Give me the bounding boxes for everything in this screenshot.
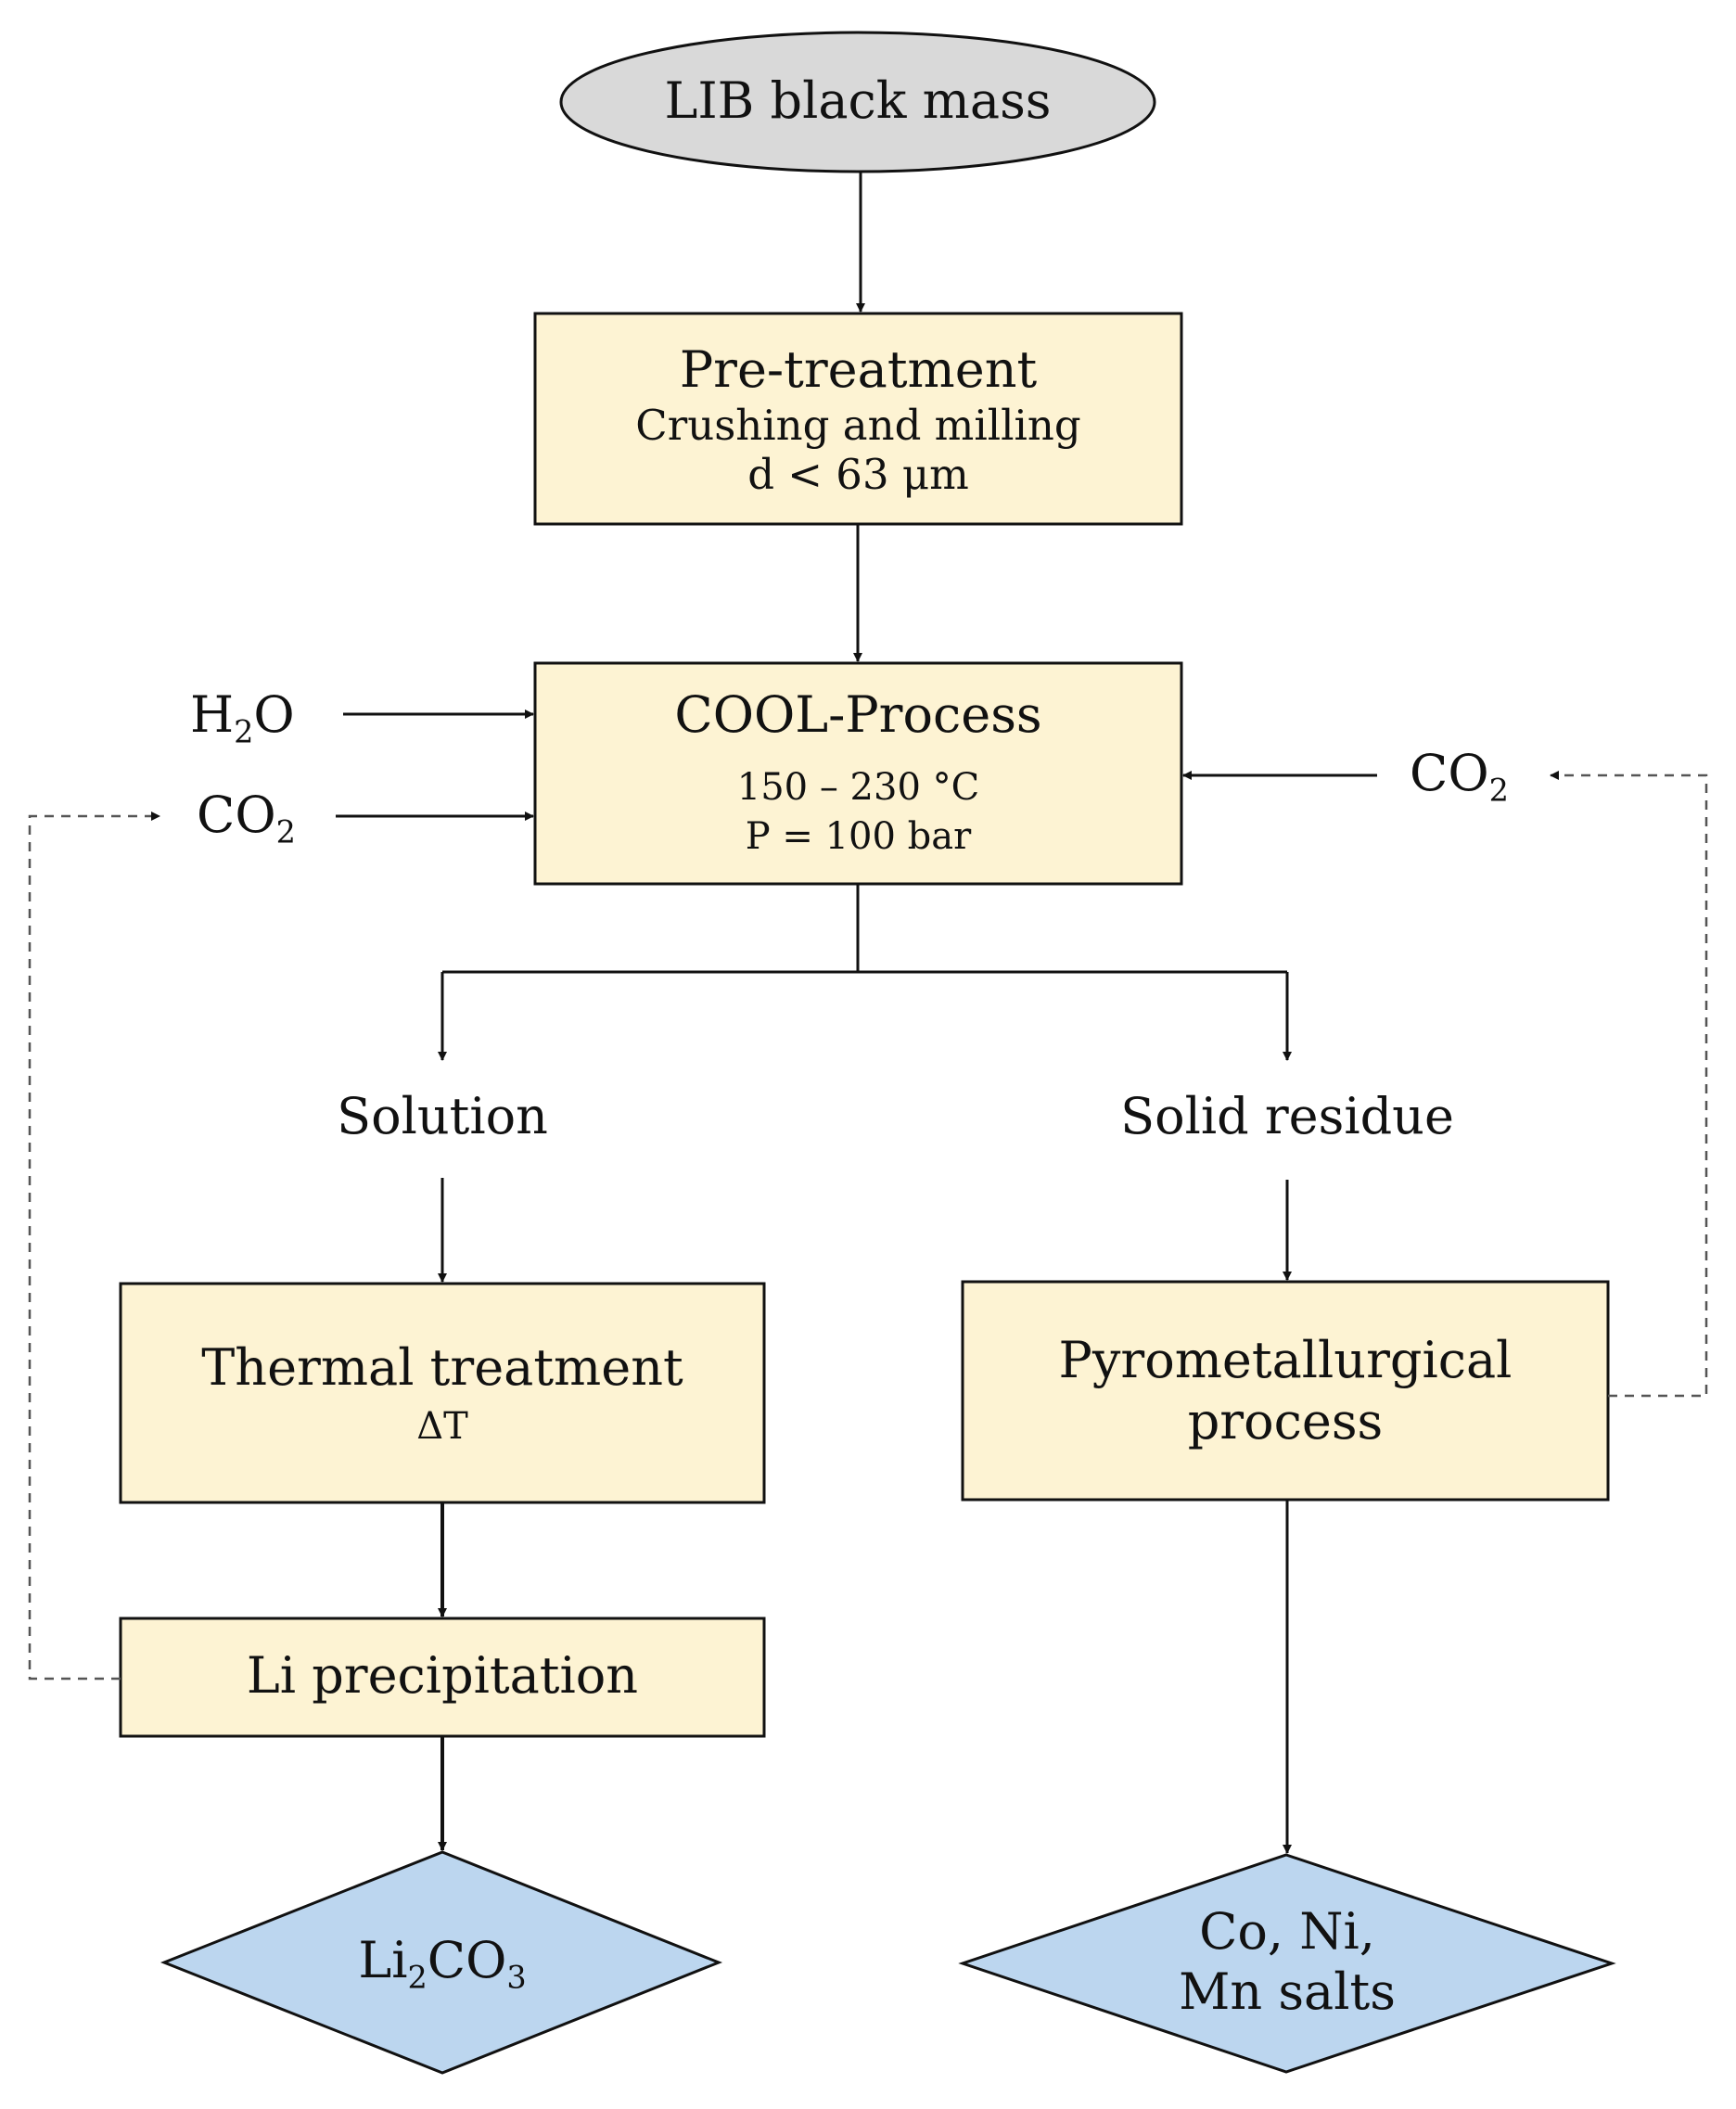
pretreatment-box xyxy=(533,312,1183,526)
pretreatment-line2: d < 63 μm xyxy=(747,450,969,499)
thermal-treatment-delta: ΔT xyxy=(416,1405,468,1448)
co2-left-sub: 2 xyxy=(275,813,296,850)
dashed-co2-recycle-right xyxy=(1550,771,1708,1398)
li-precipitation-label: Li precipitation xyxy=(246,1646,639,1705)
co2-left-a: CO xyxy=(197,786,276,844)
li2co3-a: Li xyxy=(358,1931,408,1989)
li2co3-label: Li2CO3 xyxy=(257,1931,628,1996)
li2co3-b: CO xyxy=(427,1931,507,1989)
co-ni-mn-line2: Mn salts xyxy=(1179,1962,1396,2021)
pyrometallurgical-line2: process xyxy=(1187,1392,1384,1451)
li2co3-sub1: 2 xyxy=(407,1959,428,1996)
lib-black-mass-ellipse xyxy=(559,31,1156,173)
pyrometallurgical-box xyxy=(961,1280,1610,1502)
h2o-sub: 2 xyxy=(234,713,254,750)
co-ni-mn-line1: Co, Ni, xyxy=(1199,1902,1375,1961)
co-ni-mn-salts-diamond xyxy=(958,1853,1616,2074)
co2-right-a: CO xyxy=(1410,744,1489,802)
li2co3-sub2: 3 xyxy=(506,1959,527,1996)
cool-process-temp: 150 – 230 °C xyxy=(736,766,980,809)
li2co3-diamond xyxy=(160,1850,723,2075)
h2o-a: H xyxy=(190,685,235,744)
co2-right-label: CO2 xyxy=(1410,744,1509,809)
co2-left-label: CO2 xyxy=(197,786,296,850)
lib-black-mass-label: LIB black mass xyxy=(664,71,1052,130)
cool-process-box xyxy=(533,661,1183,886)
h2o-label: H2O xyxy=(190,685,295,750)
cool-process-title: COOL-Process xyxy=(674,685,1042,744)
cool-process-pressure: P = 100 bar xyxy=(745,815,972,858)
pyrometallurgical-line1: Pyrometallurgical xyxy=(1058,1331,1513,1389)
solution-label: Solution xyxy=(337,1087,548,1145)
co2-right-sub: 2 xyxy=(1488,772,1509,809)
thermal-treatment-title: Thermal treatment xyxy=(201,1338,683,1397)
solid-residue-label: Solid residue xyxy=(1120,1087,1454,1145)
h2o-b: O xyxy=(253,685,295,744)
dashed-co2-recycle-left xyxy=(28,812,160,1681)
thermal-treatment-box xyxy=(119,1282,766,1504)
pretreatment-title: Pre-treatment xyxy=(679,340,1038,399)
pretreatment-line1: Crushing and milling xyxy=(635,401,1081,450)
